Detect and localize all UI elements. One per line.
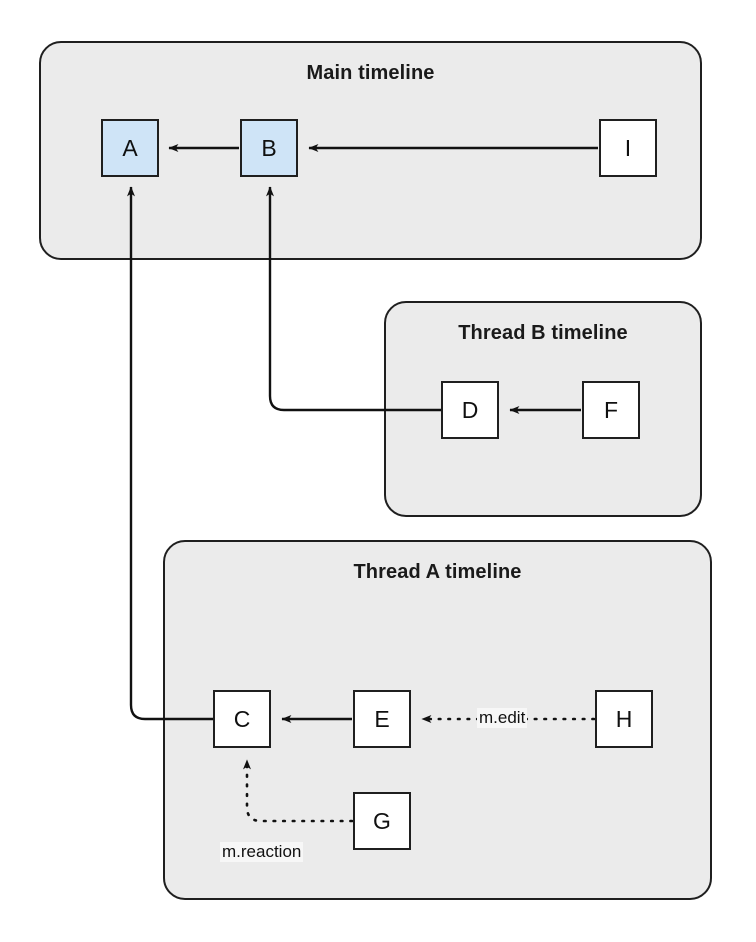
event-node-h-label: H xyxy=(615,705,633,732)
group-main-timeline-title: Main timeline xyxy=(306,62,435,84)
event-node-g[interactable]: G xyxy=(353,792,411,850)
event-node-d-label: D xyxy=(461,396,479,423)
edge-c-to-a xyxy=(127,186,213,721)
event-node-c-label: C xyxy=(233,705,251,732)
event-node-d[interactable]: D xyxy=(441,381,499,439)
event-node-i[interactable]: I xyxy=(599,119,657,177)
event-node-i-label: I xyxy=(624,134,632,161)
event-node-a-label: A xyxy=(122,134,138,161)
event-node-c[interactable]: C xyxy=(213,690,271,748)
edge-label-m-reaction: m.reaction xyxy=(220,842,304,862)
event-node-f-label: F xyxy=(603,396,619,423)
event-node-b[interactable]: B xyxy=(240,119,298,177)
event-node-e[interactable]: E xyxy=(353,690,411,748)
event-node-b-label: B xyxy=(261,134,277,161)
event-node-f[interactable]: F xyxy=(582,381,640,439)
group-thread-a-timeline-title: Thread A timeline xyxy=(353,561,522,583)
event-node-e-label: E xyxy=(374,705,390,732)
event-node-h[interactable]: H xyxy=(595,690,653,748)
edge-d-to-b xyxy=(266,186,441,412)
group-thread-b-timeline-title: Thread B timeline xyxy=(458,322,628,344)
event-node-a[interactable]: A xyxy=(101,119,159,177)
event-node-g-label: G xyxy=(373,807,391,834)
edge-label-m-edit: m.edit xyxy=(477,708,528,728)
edge-g-to-c xyxy=(243,758,354,823)
